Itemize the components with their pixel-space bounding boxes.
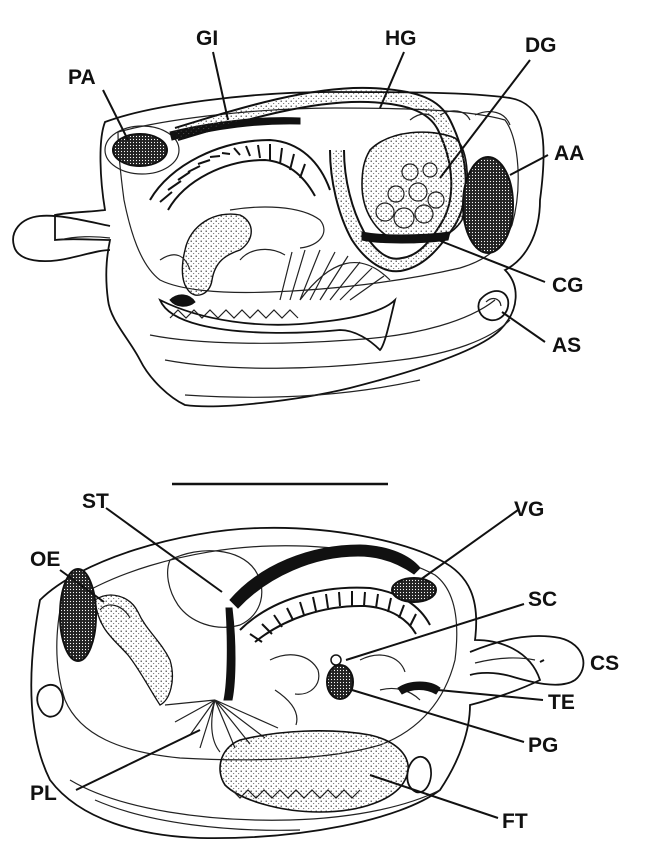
top-siphon: [13, 216, 110, 261]
bottom-black-lower: [224, 608, 235, 700]
label-st: ST: [82, 490, 109, 513]
top-foot: [160, 300, 395, 350]
label-te: TE: [548, 691, 575, 714]
top-posterior-adductor: [113, 134, 167, 166]
label-dg: DG: [525, 34, 557, 57]
bottom-statocyst: [331, 655, 341, 665]
bottom-oesophagus: [95, 595, 172, 705]
label-pa: PA: [68, 66, 96, 89]
bottom-visceral-ganglion: [392, 578, 436, 602]
label-pl: PL: [30, 782, 57, 805]
bottom-right-loop: [407, 757, 431, 793]
label-ft: FT: [502, 810, 528, 833]
top-gill-inner: [168, 160, 315, 210]
bottom-pedal-ganglion: [327, 665, 353, 699]
top-digestive-gland: [362, 132, 467, 242]
label-cs: CS: [590, 652, 619, 675]
top-anterior-adductor: [463, 157, 513, 253]
bottom-gill-filaments: [250, 591, 416, 642]
label-aa: AA: [554, 142, 584, 165]
top-as-loop: [478, 291, 508, 320]
label-oe: OE: [30, 548, 60, 571]
top-lower-shell: [150, 300, 510, 397]
top-stomach: [182, 214, 251, 295]
top-black-spot: [170, 295, 195, 306]
label-pg: PG: [528, 734, 558, 757]
label-as: AS: [552, 334, 581, 357]
bottom-siphon-inner: [475, 658, 535, 663]
label-sc: SC: [528, 588, 557, 611]
label-gi: GI: [196, 27, 218, 50]
bottom-specimen-drawing: [31, 528, 583, 838]
bottom-foot: [220, 731, 408, 812]
bottom-left-loop: [37, 685, 63, 717]
label-hg: HG: [385, 27, 417, 50]
label-cg: CG: [552, 274, 584, 297]
label-vg: VG: [514, 498, 544, 521]
top-specimen-drawing: [13, 88, 544, 406]
bottom-te-structure: [398, 682, 440, 694]
